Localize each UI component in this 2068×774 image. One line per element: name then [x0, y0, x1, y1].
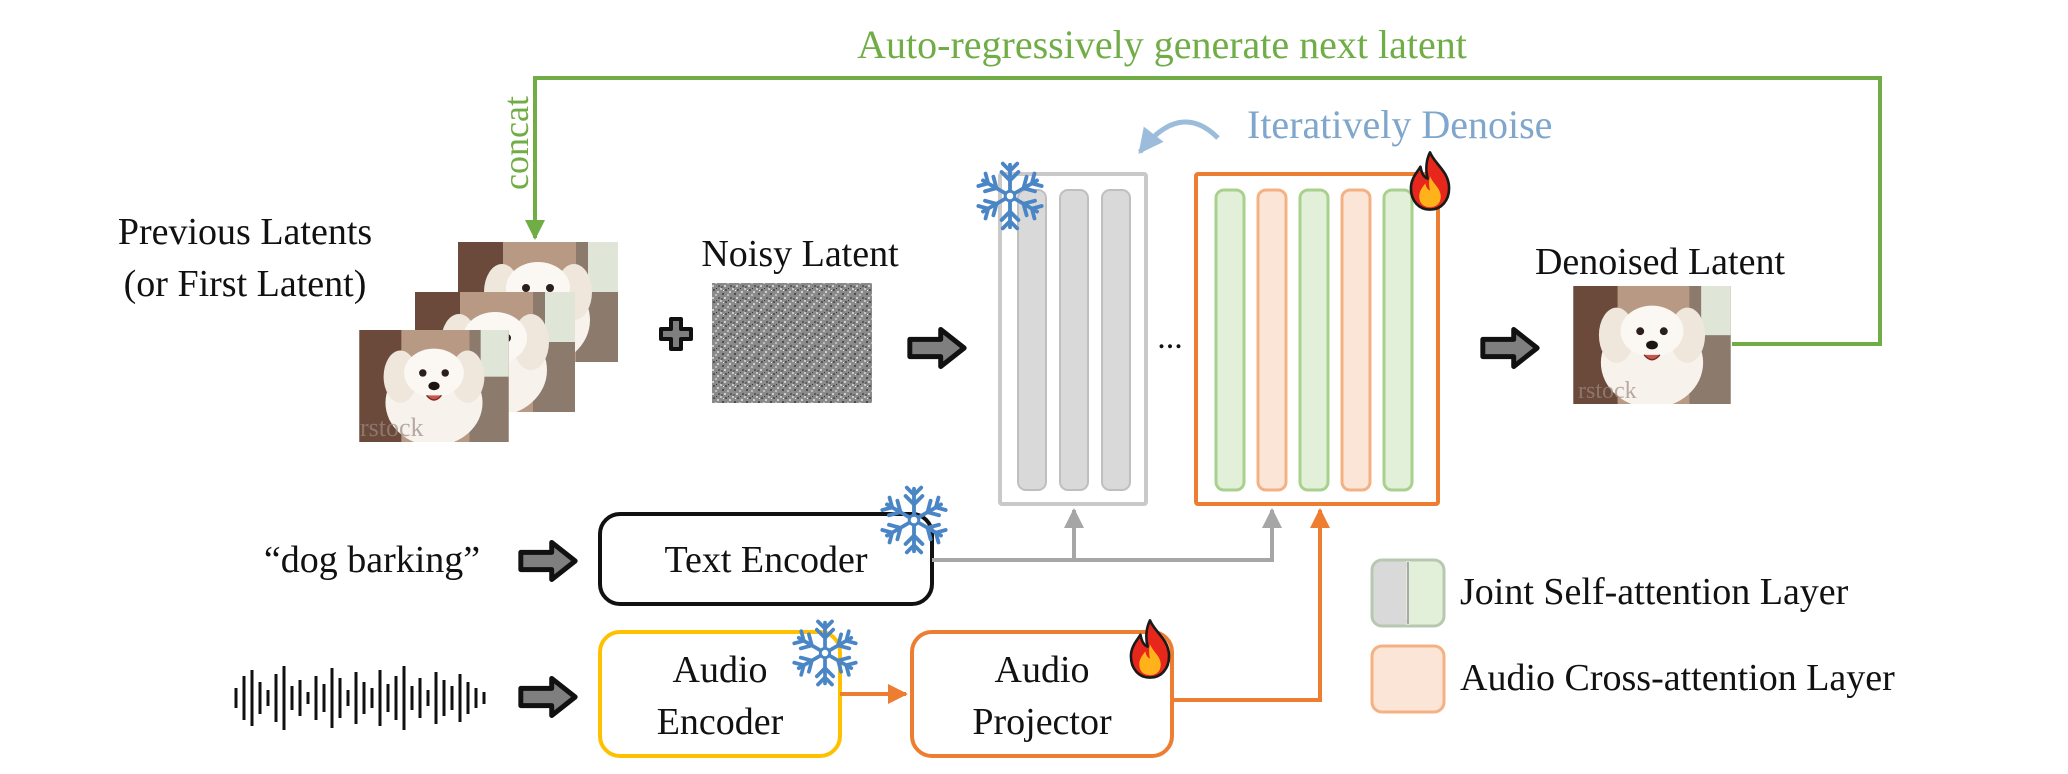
audio-projector-box: [910, 630, 1174, 758]
arrow-icon: [521, 678, 575, 715]
noisy-latent-image: [712, 283, 872, 403]
legend-joint-label: Joint Self-attention Layer: [1460, 571, 1849, 613]
text-prompt: “dog barking”: [264, 539, 480, 581]
audio-projector-label-2: Projector: [972, 701, 1112, 743]
autoregressive-loop-arrow: [525, 76, 1882, 346]
legend-cross-label: Audio Cross-attention Layer: [1460, 657, 1895, 699]
loop-label: Auto-regressively generate next latent: [857, 22, 1467, 67]
legend: Joint Self-attention Layer Audio Cross-a…: [1370, 558, 1895, 714]
image-watermark: rstock: [360, 413, 424, 442]
legend-cross-swatch: [1370, 644, 1446, 714]
legend-joint-swatch: [1370, 558, 1446, 628]
frozen-layer-2: [1059, 189, 1089, 491]
joint-layer-1: [1214, 188, 1246, 492]
audio-encoder-label-2: Encoder: [657, 701, 784, 743]
plus-icon: [659, 317, 693, 351]
audio-encoder-label-1: Audio: [673, 649, 768, 691]
ellipsis: ...: [1157, 319, 1183, 356]
arrow-icon: [521, 542, 575, 579]
previous-latents-sublabel: (or First Latent): [124, 263, 367, 305]
joint-layer-3: [1382, 188, 1414, 492]
frozen-layer-3: [1101, 189, 1131, 491]
projector-to-transformer-arrow: [1172, 508, 1330, 702]
audio-projector-label-1: Audio: [995, 649, 1090, 691]
image-watermark: rstock: [1578, 378, 1637, 404]
frozen-layer-1: [1017, 189, 1047, 491]
fire-icon: [1409, 151, 1451, 211]
text-encoder-label: Text Encoder: [664, 539, 867, 581]
iterative-denoise-arrow: [1138, 119, 1220, 154]
cross-layer-2: [1340, 188, 1372, 492]
audio-waveform-icon: [234, 666, 486, 730]
denoised-latent-label: Denoised Latent: [1535, 241, 1786, 283]
cross-layer-1: [1256, 188, 1288, 492]
concat-label: concat: [496, 96, 536, 190]
text-to-trainable-arrow: [1074, 508, 1282, 562]
text-to-frozen-arrow: [932, 508, 1084, 562]
previous-latents-label: Previous Latents: [118, 211, 372, 253]
arrow-icon: [910, 329, 964, 366]
fire-icon: [1129, 619, 1171, 679]
joint-layer-2: [1298, 188, 1330, 492]
iterative-denoise-label: Iteratively Denoise: [1247, 102, 1552, 147]
noisy-latent-label: Noisy Latent: [701, 233, 899, 275]
arrow-icon: [1483, 329, 1537, 366]
